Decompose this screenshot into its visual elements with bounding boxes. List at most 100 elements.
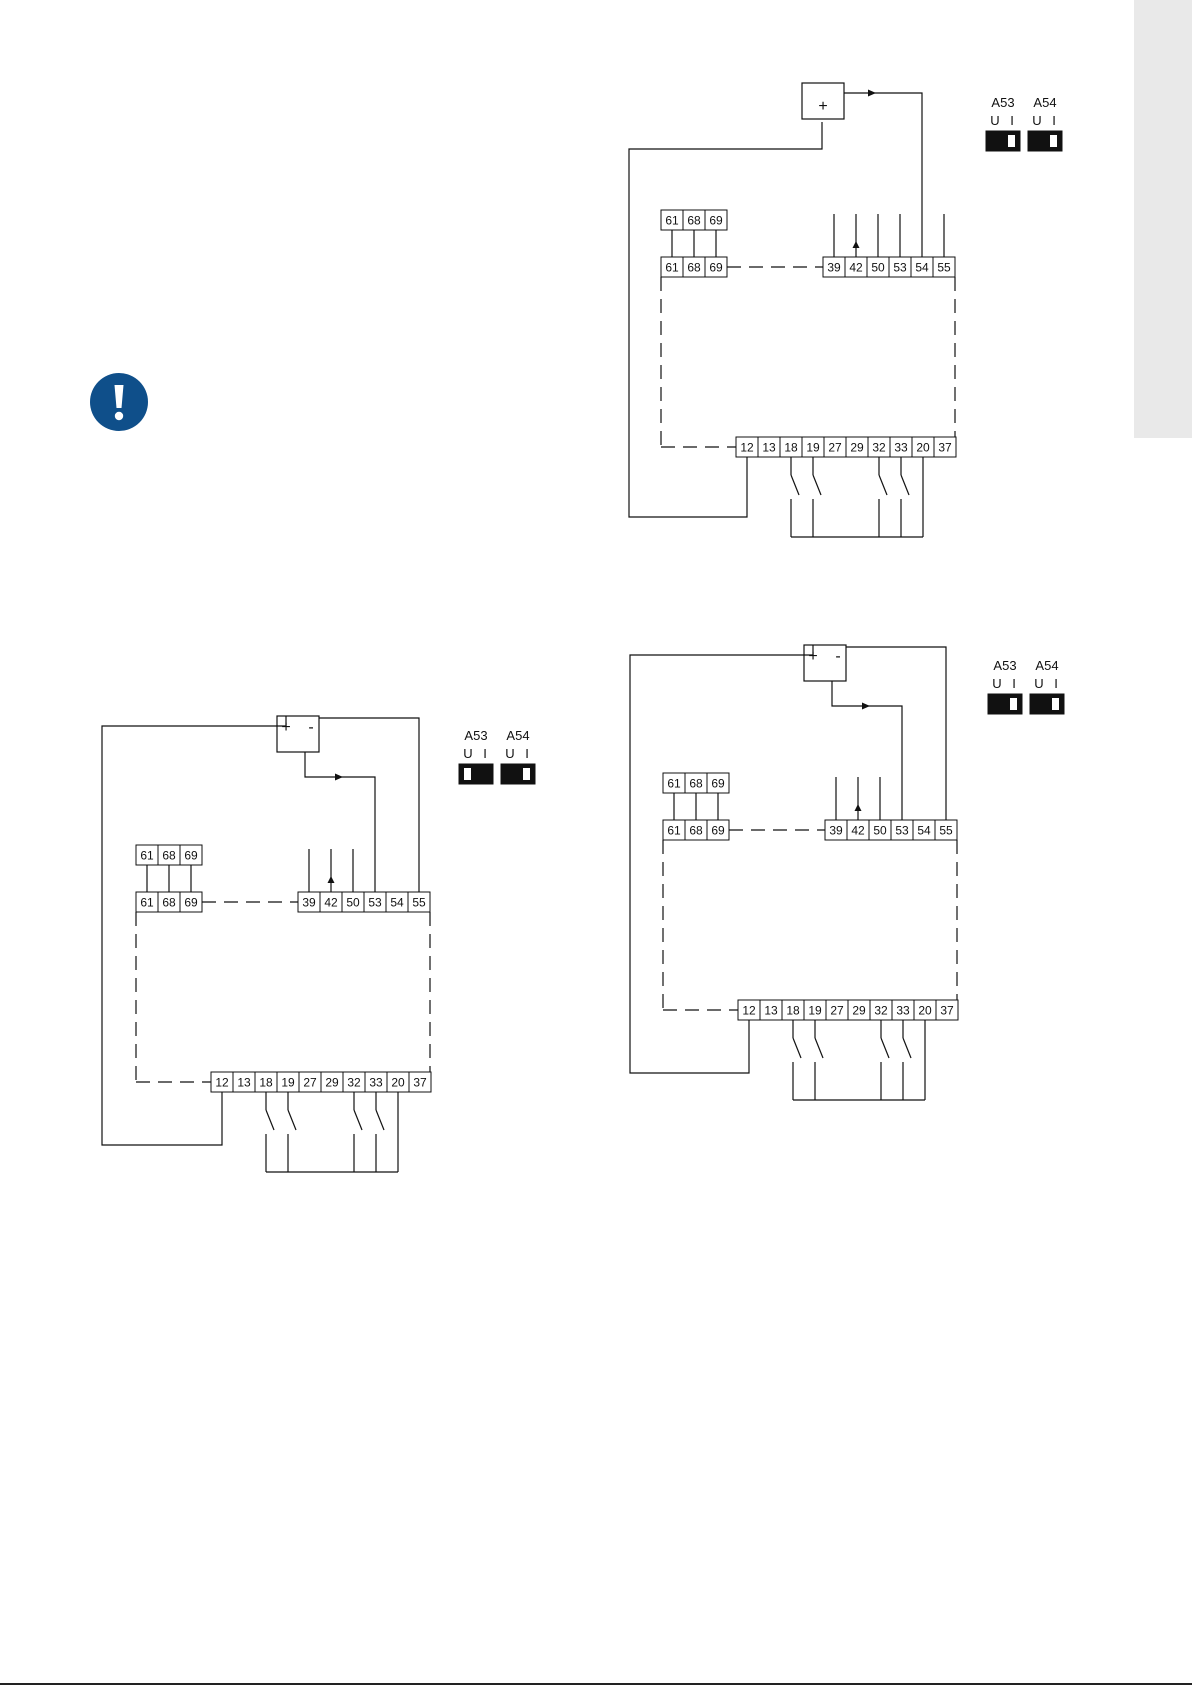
terminal-number: 61 bbox=[140, 849, 154, 863]
switch-position-label: U bbox=[463, 746, 472, 761]
switch-knob bbox=[464, 768, 471, 780]
contact-blade bbox=[793, 1038, 801, 1058]
minus-wire bbox=[846, 647, 946, 820]
switch-position-label: U bbox=[505, 746, 514, 761]
terminal-number: 61 bbox=[667, 777, 681, 791]
switch-name: A54 bbox=[1033, 95, 1056, 110]
arrow-head bbox=[853, 241, 860, 248]
terminal-number: 42 bbox=[324, 896, 338, 910]
contact-blade bbox=[813, 475, 821, 495]
contact-blade bbox=[288, 1110, 296, 1130]
terminal-number: 55 bbox=[939, 824, 953, 838]
terminal-number: 68 bbox=[689, 777, 703, 791]
arrow-head bbox=[328, 876, 335, 883]
terminal-number: 20 bbox=[391, 1076, 405, 1090]
terminal-number: 55 bbox=[412, 896, 426, 910]
terminal-number: 68 bbox=[687, 261, 701, 275]
terminal-number: 69 bbox=[184, 849, 198, 863]
terminal-number: 33 bbox=[894, 441, 908, 455]
terminal-number: 39 bbox=[302, 896, 316, 910]
terminal-number: 68 bbox=[162, 896, 176, 910]
terminal-number: 37 bbox=[938, 441, 952, 455]
contact-blade bbox=[901, 475, 909, 495]
switch-position-label: I bbox=[1054, 676, 1058, 691]
switch-position-label: U bbox=[1034, 676, 1043, 691]
terminal-number: 29 bbox=[852, 1004, 866, 1018]
terminal-number: 19 bbox=[281, 1076, 295, 1090]
terminal-number: 54 bbox=[390, 896, 404, 910]
side-tab bbox=[1134, 0, 1192, 438]
terminal-number: 54 bbox=[917, 824, 931, 838]
terminal-number: 33 bbox=[896, 1004, 910, 1018]
minus-wire bbox=[319, 718, 419, 892]
switch-knob bbox=[1050, 135, 1057, 147]
terminal-number: 33 bbox=[369, 1076, 383, 1090]
terminal-number: 50 bbox=[873, 824, 887, 838]
terminal-number: 69 bbox=[711, 824, 725, 838]
contact-blade bbox=[376, 1110, 384, 1130]
switch-position-label: U bbox=[992, 676, 1001, 691]
terminal-number: 39 bbox=[829, 824, 843, 838]
terminal-number: 50 bbox=[346, 896, 360, 910]
terminal-number: 42 bbox=[849, 261, 863, 275]
terminal-number: 39 bbox=[827, 261, 841, 275]
contact-blade bbox=[881, 1038, 889, 1058]
terminal-number: 19 bbox=[806, 441, 820, 455]
terminal-number: 69 bbox=[184, 896, 198, 910]
source-sign: + bbox=[818, 98, 827, 115]
source-sign: - bbox=[835, 648, 840, 665]
terminal-number: 37 bbox=[940, 1004, 954, 1018]
terminal-number: 55 bbox=[937, 261, 951, 275]
terminal-number: 27 bbox=[828, 441, 842, 455]
terminal-number: 69 bbox=[711, 777, 725, 791]
arrow-head bbox=[862, 703, 870, 710]
terminal-number: 12 bbox=[742, 1004, 756, 1018]
terminal-number: 69 bbox=[709, 261, 723, 275]
plus-wire bbox=[629, 122, 822, 517]
terminal-number: 18 bbox=[784, 441, 798, 455]
contact-blade bbox=[815, 1038, 823, 1058]
terminal-number: 20 bbox=[916, 441, 930, 455]
switch-name: A53 bbox=[993, 658, 1016, 673]
switch-position-label: I bbox=[1010, 113, 1014, 128]
terminal-number: 68 bbox=[687, 214, 701, 228]
terminal-number: 20 bbox=[918, 1004, 932, 1018]
switch-name: A53 bbox=[991, 95, 1014, 110]
switch-knob bbox=[523, 768, 530, 780]
terminal-number: 13 bbox=[237, 1076, 251, 1090]
terminal-number: 53 bbox=[893, 261, 907, 275]
wiring-diagram-top-right: 6168696168693942505354551213181927293233… bbox=[620, 80, 1080, 560]
terminal-number: 32 bbox=[874, 1004, 888, 1018]
exclamation-notice-icon bbox=[90, 373, 148, 431]
switch-position-label: U bbox=[990, 113, 999, 128]
terminal-number: 53 bbox=[368, 896, 382, 910]
contact-blade bbox=[903, 1038, 911, 1058]
terminal-number: 29 bbox=[850, 441, 864, 455]
terminal-number: 61 bbox=[140, 896, 154, 910]
terminal-number: 18 bbox=[786, 1004, 800, 1018]
terminal-number: 69 bbox=[709, 214, 723, 228]
switch-knob bbox=[1010, 698, 1017, 710]
terminal-number: 68 bbox=[162, 849, 176, 863]
terminal-number: 54 bbox=[915, 261, 929, 275]
terminal-number: 18 bbox=[259, 1076, 273, 1090]
switch-name: A53 bbox=[464, 728, 487, 743]
terminal-number: 32 bbox=[347, 1076, 361, 1090]
terminal-number: 29 bbox=[325, 1076, 339, 1090]
terminal-number: 32 bbox=[872, 441, 886, 455]
contact-blade bbox=[354, 1110, 362, 1130]
switch-name: A54 bbox=[506, 728, 529, 743]
terminal-number: 13 bbox=[762, 441, 776, 455]
switch-knob bbox=[1008, 135, 1015, 147]
terminal-number: 13 bbox=[764, 1004, 778, 1018]
switch-position-label: I bbox=[1052, 113, 1056, 128]
terminal-number: 12 bbox=[215, 1076, 229, 1090]
contact-blade bbox=[879, 475, 887, 495]
switch-name: A54 bbox=[1035, 658, 1058, 673]
switch-position-label: I bbox=[525, 746, 529, 761]
source-sign: - bbox=[308, 719, 313, 736]
terminal-number: 68 bbox=[689, 824, 703, 838]
switch-position-label: I bbox=[1012, 676, 1016, 691]
